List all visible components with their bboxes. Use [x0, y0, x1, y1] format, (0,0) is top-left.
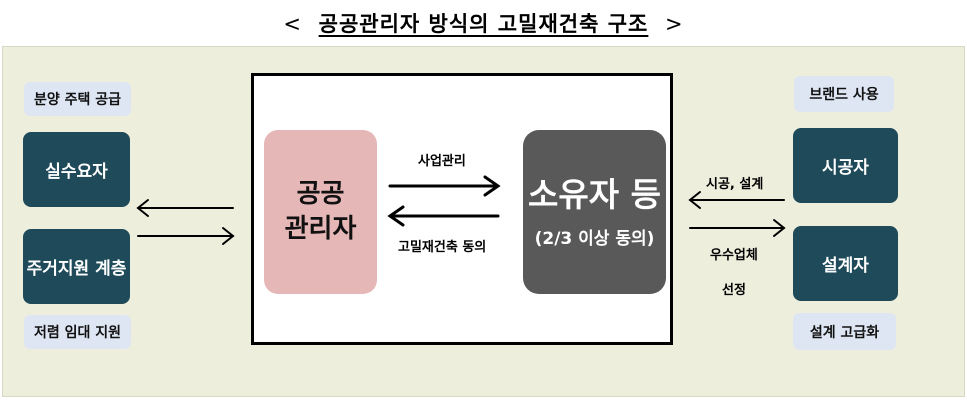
arrow-center-left — [387, 205, 500, 227]
arrow-label-project-management: 사업관리 — [418, 154, 466, 169]
arrow-right-to-designer — [689, 219, 786, 237]
left-box-real-demand: 실수요자 — [23, 132, 130, 207]
title-right-bracket: > — [664, 12, 684, 36]
arrow-label-rebuild-consent: 고밀재건축 동의 — [398, 240, 487, 255]
diagram-title: < 공공관리자 방식의 고밀재건축 구조 > — [0, 8, 967, 38]
left-top-note: 분양 주택 공급 — [24, 82, 131, 116]
arrow-label-construction-design: 시공, 설계 — [706, 177, 764, 192]
arrow-center-right — [388, 175, 501, 197]
arrow-right-to-owner — [688, 191, 785, 209]
right-box-designer: 설계자 — [793, 226, 898, 301]
owner-box: 소유자 등 (2/3 이상 동의) — [523, 130, 666, 294]
right-box-constructor: 시공자 — [793, 128, 898, 203]
right-bottom-note: 설계 고급화 — [793, 313, 896, 350]
left-box-housing-support: 주거지원 계층 — [23, 229, 130, 304]
public-manager-line1: 공공 — [296, 178, 345, 209]
arrow-left-to-real-demand — [136, 199, 234, 217]
public-manager-box: 공공 관리자 — [264, 130, 377, 294]
arrow-to-center-from-left — [137, 227, 235, 245]
owner-label: 소유자 등 — [528, 174, 661, 214]
title-text: 공공관리자 방식의 고밀재건축 구조 — [318, 12, 649, 36]
arrow-label-excellent-firm: 우수업체 — [710, 248, 758, 263]
title-left-bracket: < — [283, 12, 302, 36]
public-manager-line2: 관리자 — [284, 214, 357, 244]
owner-sub-label: (2/3 이상 동의) — [534, 229, 655, 250]
arrow-label-selection: 선정 — [722, 283, 746, 298]
right-top-note: 브랜드 사용 — [794, 76, 894, 112]
left-bottom-note: 저렴 임대 지원 — [24, 315, 131, 349]
